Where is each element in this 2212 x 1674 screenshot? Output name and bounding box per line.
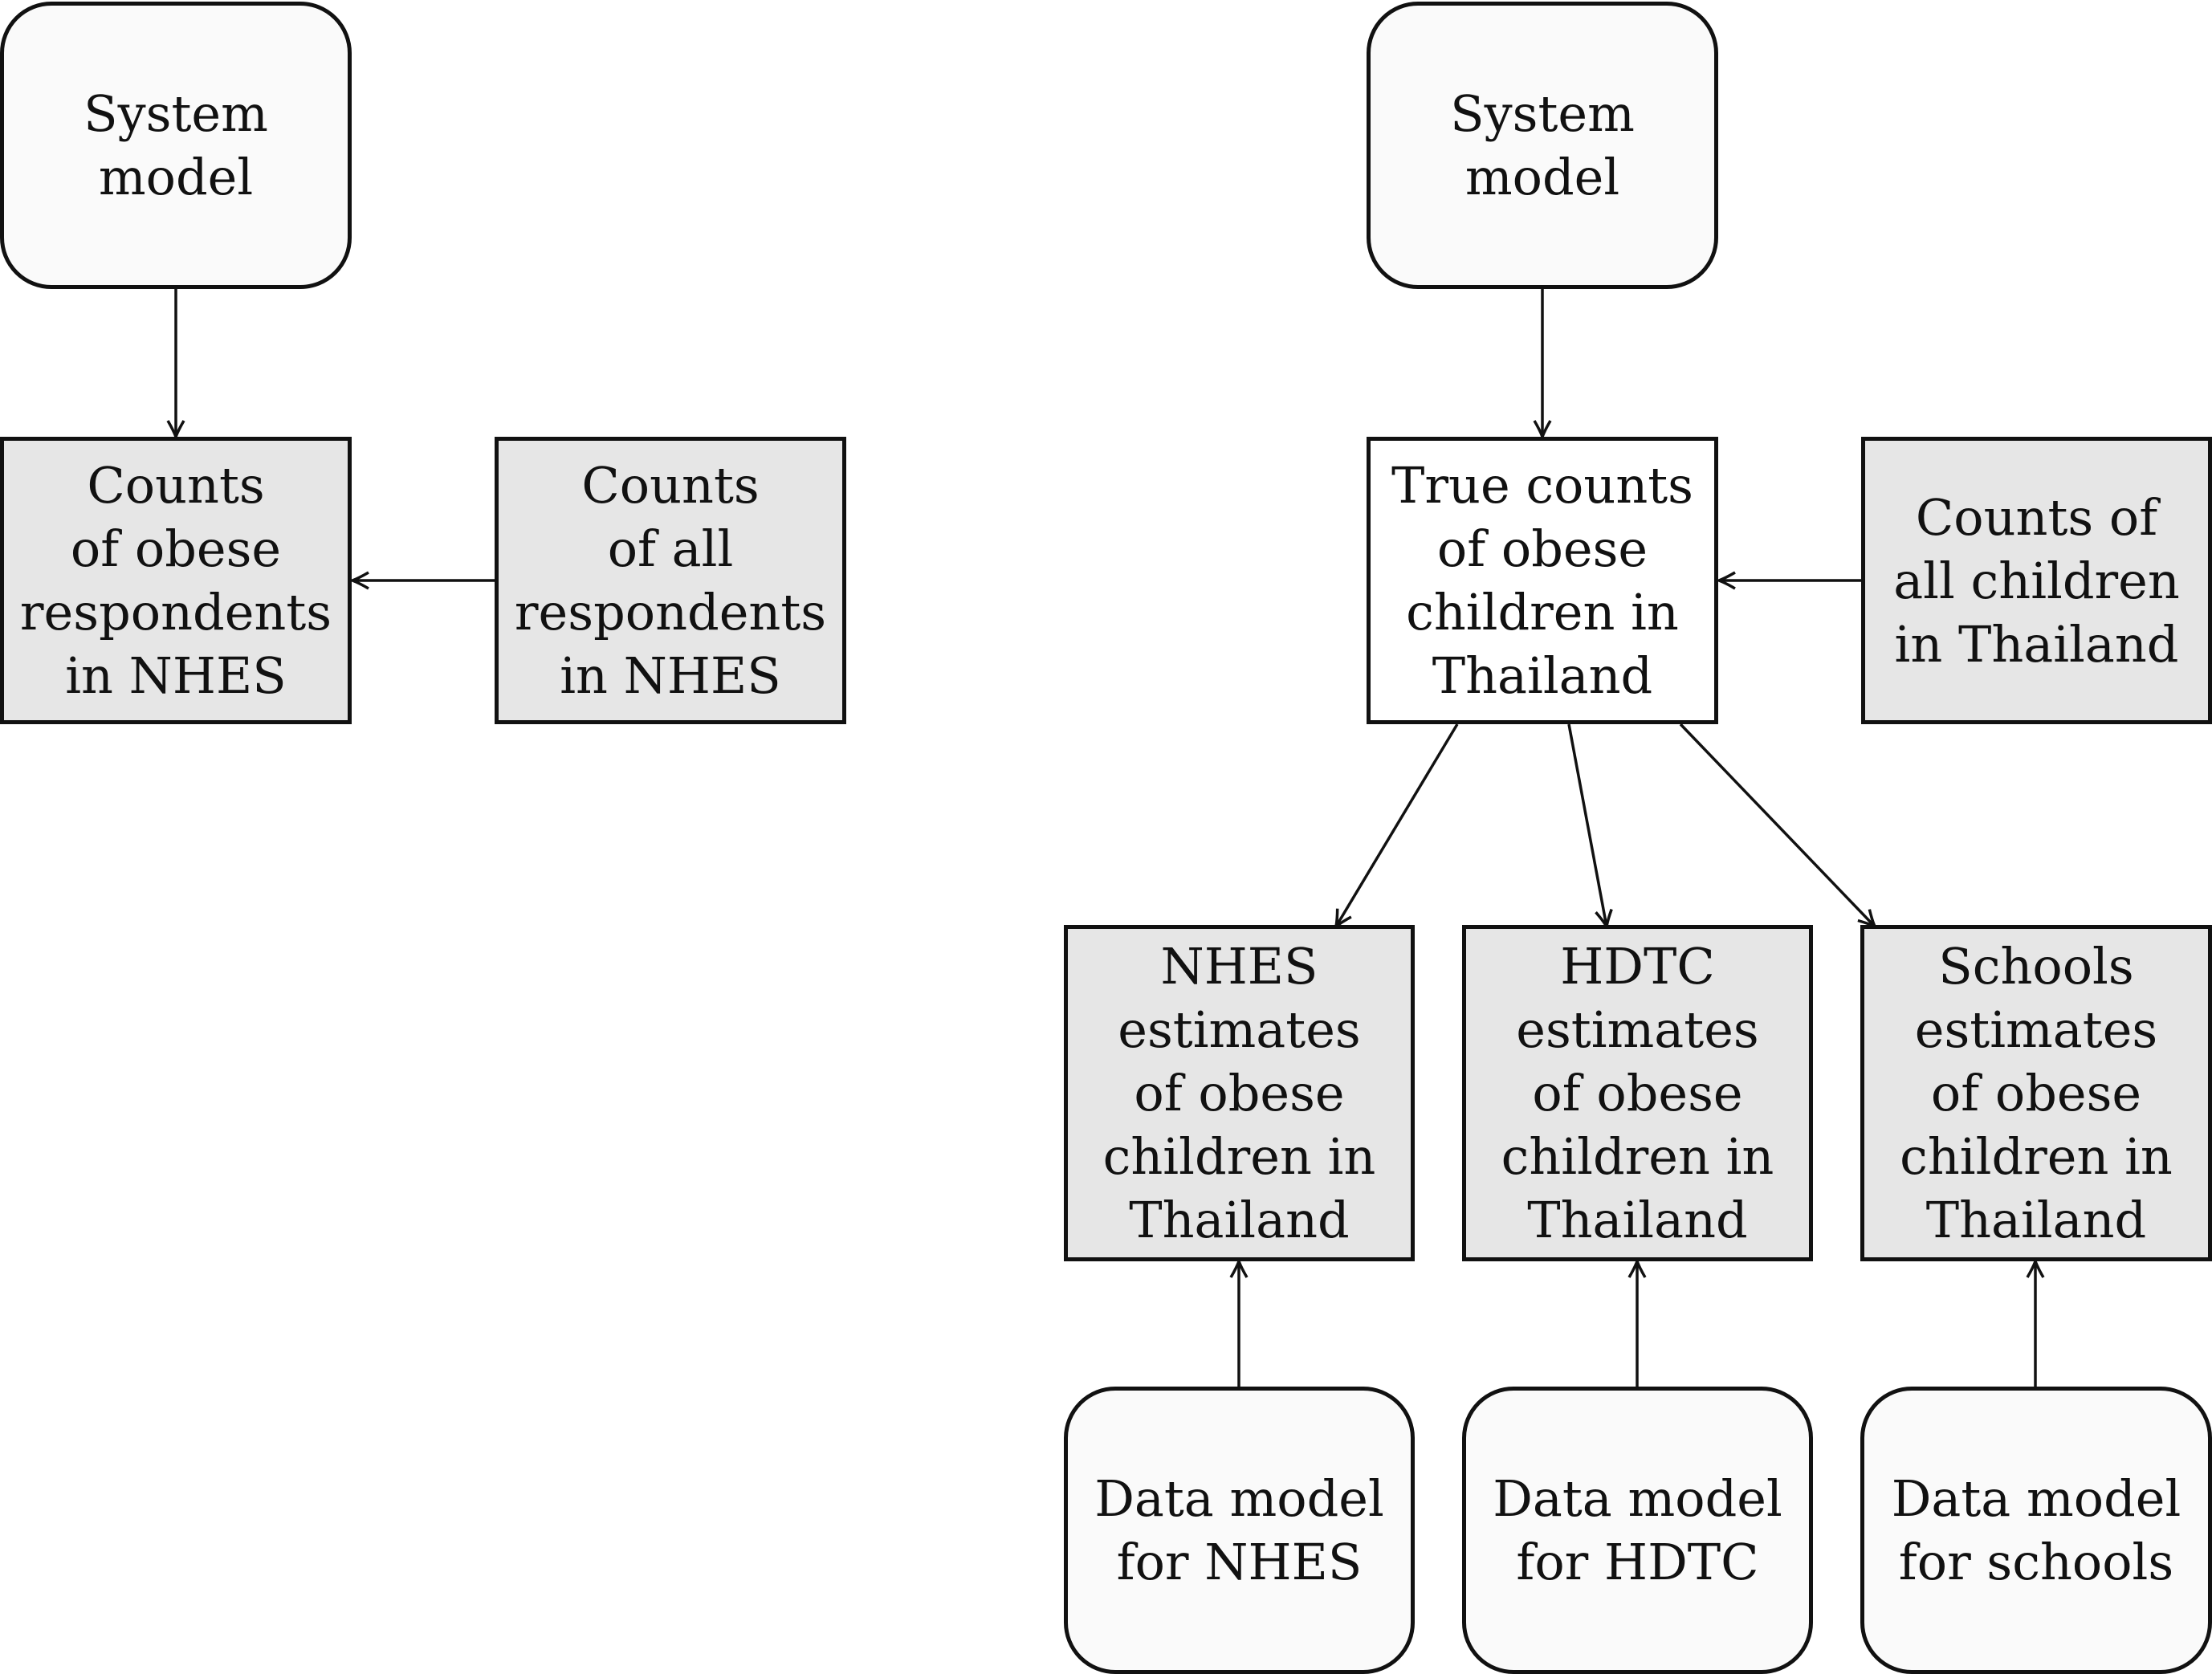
data-model-schools-node: Data model for schools xyxy=(1860,1387,2212,1674)
left-all-respondents-label: Counts of all respondents in NHES xyxy=(514,456,827,705)
left-system-model-node: System model xyxy=(0,2,352,289)
all-children-node: Counts of all children in Thailand xyxy=(1861,437,2212,724)
edge-true-to-hdtc xyxy=(1567,723,1608,927)
true-counts-label: True counts of obese children in Thailan… xyxy=(1391,456,1693,705)
all-children-label: Counts of all children in Thailand xyxy=(1893,487,2180,674)
left-all-respondents-node: Counts of all respondents in NHES xyxy=(495,437,846,724)
edge-right-all-to-true-arrowhead xyxy=(1715,571,1736,590)
left-system-model-label: System model xyxy=(84,84,268,206)
left-obese-respondents-node: Counts of obese respondents in NHES xyxy=(0,437,352,724)
edge-datamodel-to-schools-arrowhead xyxy=(2026,1257,2045,1278)
nhes-estimates-node: NHES estimates of obese children in Thai… xyxy=(1064,925,1415,1261)
edge-true-to-schools xyxy=(1679,723,1876,928)
right-system-model-label: System model xyxy=(1450,84,1635,206)
true-counts-node: True counts of obese children in Thailan… xyxy=(1367,437,1718,724)
data-model-hdtc-label: Data model for HDTC xyxy=(1493,1469,1782,1591)
edge-datamodel-to-hdtc-arrowhead xyxy=(1627,1257,1647,1278)
edge-true-to-nhes xyxy=(1334,723,1459,927)
data-model-schools-label: Data model for schools xyxy=(1891,1469,2181,1591)
data-model-nhes-node: Data model for NHES xyxy=(1064,1387,1415,1674)
schools-estimates-node: Schools estimates of obese children in T… xyxy=(1860,925,2212,1261)
right-system-model-node: System model xyxy=(1367,2,1718,289)
schools-estimates-label: Schools estimates of obese children in T… xyxy=(1900,937,2173,1249)
edge-left-all-to-obese-arrowhead xyxy=(348,571,369,590)
hdtc-estimates-label: HDTC estimates of obese children in Thai… xyxy=(1501,937,1774,1249)
left-obese-respondents-label: Counts of obese respondents in NHES xyxy=(19,456,332,705)
data-model-nhes-label: Data model for NHES xyxy=(1094,1469,1384,1591)
hdtc-estimates-node: HDTC estimates of obese children in Thai… xyxy=(1462,925,1813,1261)
edge-datamodel-to-nhes-arrowhead xyxy=(1229,1257,1249,1278)
nhes-estimates-label: NHES estimates of obese children in Thai… xyxy=(1102,937,1376,1249)
data-model-hdtc-node: Data model for HDTC xyxy=(1462,1387,1813,1674)
